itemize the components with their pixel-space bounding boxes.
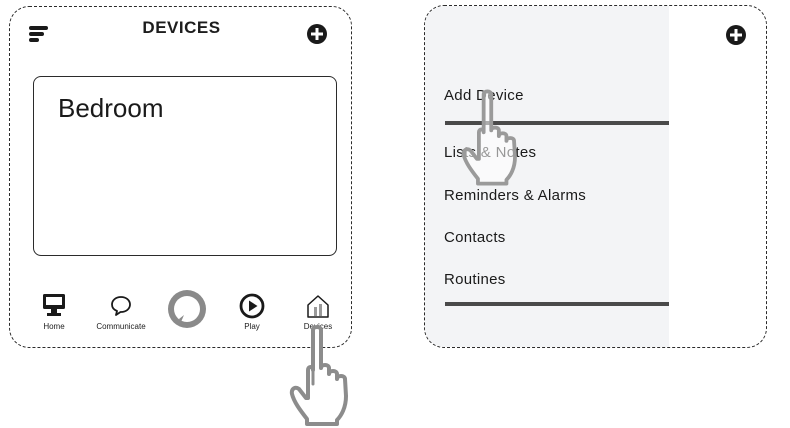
devices-screen: DEVICES Bedroom Home Communicate [9, 6, 352, 348]
home-device-icon [43, 294, 65, 316]
chat-bubble-icon [111, 296, 131, 316]
nav-home-label: Home [43, 322, 65, 331]
add-icon[interactable] [306, 23, 328, 45]
menu-item-routines[interactable]: Routines [444, 271, 506, 288]
play-circle-icon [239, 293, 265, 319]
alexa-ring-icon [168, 290, 206, 328]
nav-play[interactable]: Play [232, 293, 272, 331]
side-menu-drawer: Add Device Lists & Notes Reminders & Ala… [425, 6, 669, 347]
menu-divider [445, 302, 669, 306]
nav-communicate[interactable]: Communicate [90, 293, 152, 331]
nav-home[interactable]: Home [34, 293, 74, 331]
menu-icon[interactable] [29, 26, 51, 44]
hand-pointer-icon [289, 325, 348, 426]
nav-play-label: Play [244, 322, 260, 331]
add-icon[interactable] [725, 24, 747, 46]
menu-item-reminders-alarms[interactable]: Reminders & Alarms [444, 187, 587, 204]
nav-alexa[interactable] [166, 289, 208, 329]
room-card-bedroom[interactable]: Bedroom [33, 76, 337, 256]
menu-divider [445, 121, 669, 125]
hand-pointer-icon [461, 89, 517, 186]
page-title: DEVICES [142, 18, 221, 37]
room-card-label: Bedroom [58, 93, 164, 123]
menu-item-contacts[interactable]: Contacts [444, 229, 506, 246]
devices-house-icon [307, 295, 329, 318]
nav-communicate-label: Communicate [96, 322, 146, 331]
